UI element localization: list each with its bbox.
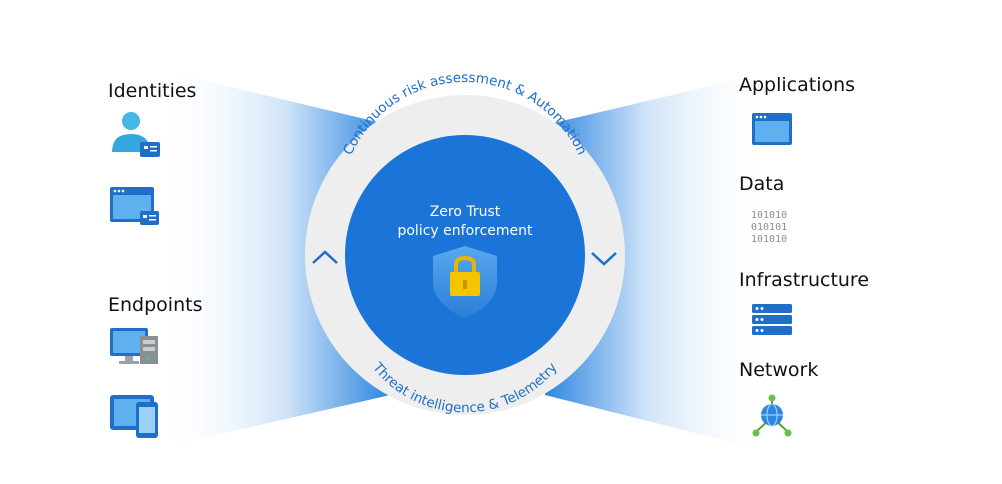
shield-lock-icon — [433, 246, 497, 318]
network-label: Network — [739, 359, 819, 381]
infrastructure-label: Infrastructure — [739, 269, 870, 291]
chevron-down-icon — [591, 252, 617, 266]
data-label: Data — [739, 173, 785, 195]
binary-line-1: 101010 — [751, 210, 787, 221]
chevron-up-icon — [312, 250, 338, 264]
binary-line-3: 101010 — [751, 234, 787, 245]
app-window-badge-icon — [110, 187, 159, 225]
right-gradient-wedge — [545, 72, 770, 452]
tablet-phone-icon — [110, 395, 158, 438]
server-stack-icon — [752, 304, 792, 335]
center-title-line1: Zero Trust — [430, 204, 501, 220]
user-badge-icon — [112, 112, 160, 157]
binary-line-2: 010101 — [751, 222, 787, 233]
left-gradient-wedge — [160, 70, 390, 448]
globe-network-icon — [752, 394, 792, 437]
applications-label: Applications — [739, 74, 856, 96]
desktop-server-icon — [110, 328, 158, 364]
identities-label: Identities — [108, 80, 197, 102]
endpoints-label: Endpoints — [108, 294, 203, 316]
center-title-line2: policy enforcement — [397, 223, 533, 239]
app-window-icon — [752, 113, 792, 145]
binary-data-icon: 101010 010101 101010 — [751, 210, 787, 245]
